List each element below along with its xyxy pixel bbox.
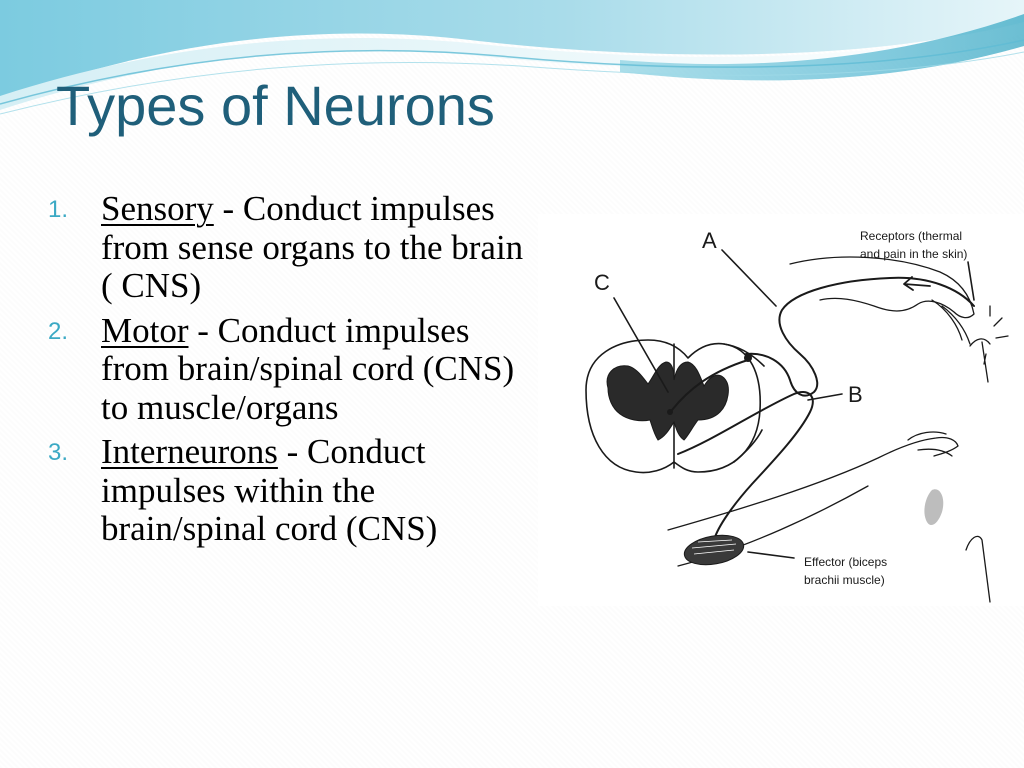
neuron-types-list: 1. Sensory - Conduct impulses from sense… — [46, 189, 526, 555]
leader-line-b — [807, 393, 843, 401]
interneuron-fiber — [671, 359, 749, 411]
list-item-sensory: 1. Sensory - Conduct impulses from sense… — [46, 189, 526, 306]
diagram-label-c: C — [594, 270, 610, 295]
slide-title: Types of Neurons — [56, 74, 495, 137]
reflex-arc-illustration: A B C Receptors (thermal and pain in the… — [585, 228, 1009, 603]
impulse-arrow — [903, 276, 931, 291]
list-number: 3. — [48, 439, 69, 466]
grey-matter — [606, 361, 729, 441]
interneuron-cell-body — [667, 409, 673, 415]
leader-line-receptors — [967, 261, 975, 301]
leader-line-effector — [747, 551, 795, 559]
effector-label-line1: Effector (biceps — [804, 555, 887, 569]
receptors-label-line1: Receptors (thermal — [860, 229, 962, 243]
list-item-motor: 2. Motor - Conduct impulses from brain/s… — [46, 310, 526, 428]
description-sensory: - Conduct impulses from sense organs to … — [101, 189, 524, 305]
effector-label-line2: brachii muscle) — [804, 573, 885, 587]
header-wave-decoration — [0, 0, 1024, 115]
list-number: 1. — [48, 196, 69, 223]
list-number: 2. — [48, 317, 69, 345]
ganglion-cell-body — [744, 354, 752, 362]
diagram-label-a: A — [702, 228, 717, 253]
upper-finger-lines — [931, 299, 971, 345]
term-interneurons: Interneurons — [101, 432, 278, 471]
effector-muscle — [683, 534, 745, 566]
motor-neuron-fiber — [677, 391, 814, 541]
diagram-label-b: B — [848, 382, 863, 407]
leader-line-c — [613, 297, 669, 393]
pin-tool — [965, 535, 991, 603]
lower-hand-fingers — [907, 431, 953, 457]
receptors-label-line2: and pain in the skin) — [860, 247, 967, 261]
spinal-cord-outline — [585, 339, 761, 474]
skin-texture-patch — [924, 489, 944, 526]
upper-hand-outline — [789, 256, 975, 319]
spinal-cord-root-upper — [723, 343, 765, 367]
leader-line-a — [721, 249, 777, 307]
heat-rays — [989, 305, 1009, 339]
heat-source — [969, 338, 991, 383]
list-item-interneurons: 3. Interneurons - Conduct impulses withi… — [46, 432, 526, 549]
term-motor: Motor — [101, 310, 189, 350]
term-sensory: Sensory — [101, 189, 214, 228]
description-motor: - Conduct impulses from brain/spinal cor… — [101, 310, 515, 427]
lower-arm-outline — [667, 436, 959, 531]
sensory-neuron-fiber — [745, 276, 975, 397]
description-interneurons: - Conduct impulses within the brain/spin… — [101, 432, 438, 548]
spinal-cord-root-lower — [733, 429, 763, 463]
reflex-arc-diagram: A B C Receptors (thermal and pain in the… — [538, 214, 1024, 606]
muscle-striations — [691, 539, 737, 555]
